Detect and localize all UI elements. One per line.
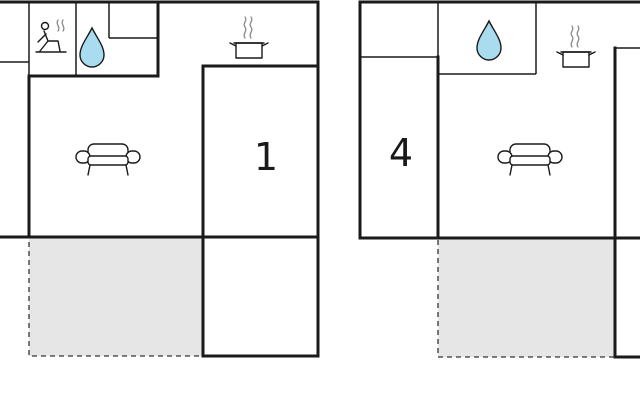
cooking-pot-icon [229, 16, 269, 59]
water-drop-icon [79, 27, 105, 68]
unit-4-plan: 4 [358, 0, 640, 359]
water-drop-icon [476, 20, 502, 61]
outer-wall-4 [358, 0, 640, 240]
unit-1-plan: 1 [0, 0, 320, 358]
outer-wall-1 [0, 0, 320, 358]
room-label-4: 4 [389, 131, 413, 175]
room-label-1: 1 [254, 135, 278, 179]
sofa-icon [497, 143, 563, 176]
terrace-4 [437, 237, 616, 358]
sauna-icon [35, 19, 67, 53]
terrace-1 [28, 236, 204, 357]
cooking-pot-icon [556, 25, 596, 68]
sofa-icon [75, 143, 141, 176]
